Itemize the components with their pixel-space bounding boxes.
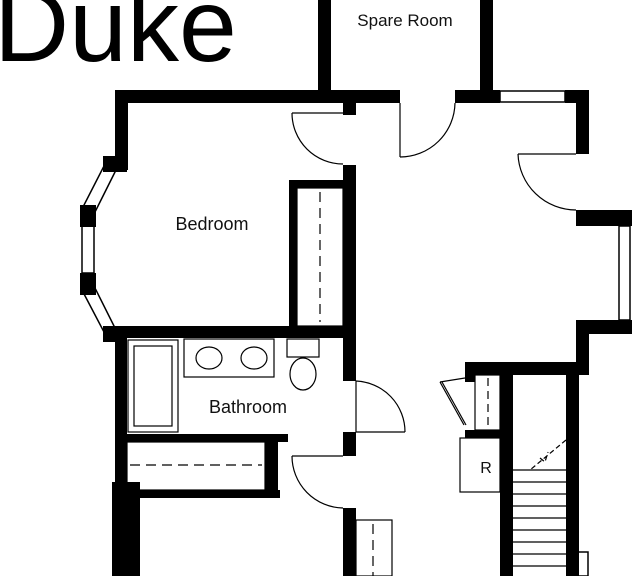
bedroom-door-stub [343, 103, 356, 115]
double-vanity [183, 338, 275, 378]
spare-room-left-wall [318, 0, 331, 92]
bay-window-bottom [81, 287, 118, 335]
stair-top-wall [465, 362, 589, 375]
doors [291, 102, 577, 509]
right-wall-notch [576, 210, 632, 226]
bathroom-right-wall-upper [343, 335, 356, 381]
top-right-window [499, 90, 566, 103]
lower-corridor-door [291, 455, 344, 509]
right-corridor-door [517, 153, 577, 211]
lower-left-wall-lower [112, 482, 140, 576]
room-label-bedroom: Bedroom [175, 214, 248, 234]
room-label-spare-room: Spare Room [357, 11, 452, 30]
cupboard-bottom-post [465, 430, 505, 438]
radiator-box [459, 437, 501, 493]
spare-room-right-wall [480, 0, 493, 92]
wardrobe-top [289, 180, 345, 188]
bedroom-bathroom-wall [115, 326, 356, 338]
stair-direction-arrow [529, 439, 567, 471]
walls [80, 0, 632, 576]
right-wall-lower [576, 320, 632, 334]
stair-window [577, 551, 589, 576]
room-label-radiator: R [480, 460, 492, 477]
bedroom-corridor-wall [343, 165, 356, 335]
right-window [618, 225, 631, 321]
plan-title: Duke [0, 0, 237, 84]
bedroom-wardrobe [296, 187, 344, 327]
bay-pier-top [103, 156, 127, 172]
top-wall-right [455, 90, 500, 103]
room-label-bathroom: Bathroom [209, 397, 287, 417]
stair-right-wall [566, 362, 579, 576]
spare-room-door [399, 102, 456, 158]
windows [81, 0, 631, 576]
lower-corridor-wall [343, 508, 356, 576]
bedroom-door [291, 112, 344, 165]
stair-cupboard [474, 374, 501, 431]
right-wall-drop [576, 320, 589, 362]
cupboard-right-post [465, 362, 475, 382]
cupboard-left-wall [265, 440, 278, 496]
top-wall-left [115, 90, 400, 103]
bay-window-top [81, 162, 117, 213]
staircase [513, 439, 567, 567]
bathroom-bottom-wall [115, 434, 288, 442]
bathtub [127, 339, 179, 433]
bedroom-left-wall [115, 90, 128, 170]
cupboard-bottom-wall [140, 490, 280, 498]
spare-room-window [319, 0, 330, 23]
wardrobe-left [289, 180, 297, 328]
corridor-shelf [355, 519, 393, 576]
fixtures [126, 187, 567, 576]
right-wall-upper [576, 92, 589, 154]
bay-window-mid [81, 225, 95, 274]
linen-cupboard [126, 441, 266, 491]
lower-left-wall-upper [115, 442, 127, 482]
toilet [286, 338, 320, 391]
stair-left-wall [500, 362, 513, 576]
cupboard-door [439, 377, 467, 426]
bathroom-left-wall [115, 338, 127, 438]
bathroom-door [355, 380, 406, 433]
lower-corridor-wall-top [343, 444, 356, 456]
